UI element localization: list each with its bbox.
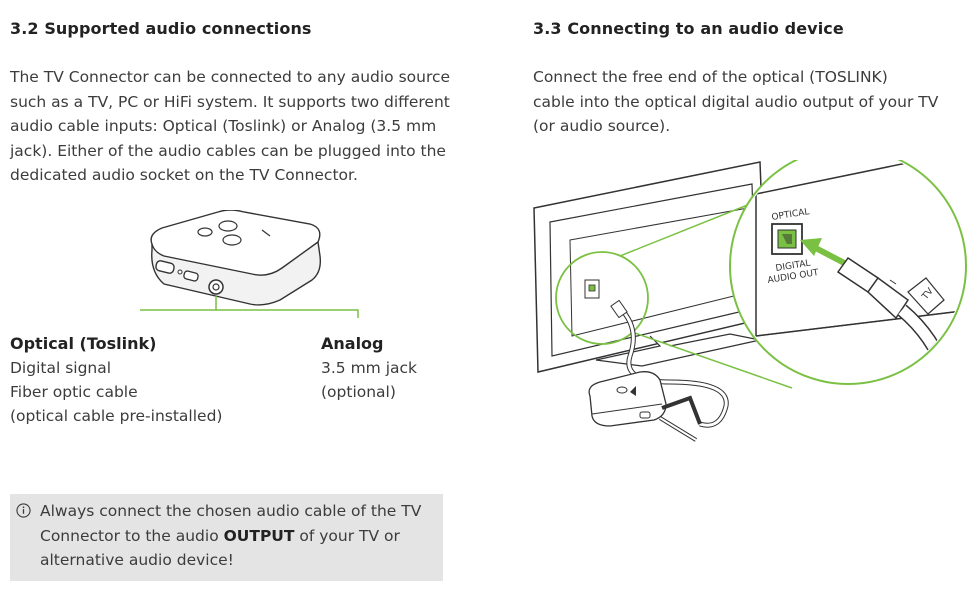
optical-detail-line: Digital signal <box>10 359 112 377</box>
intro-paragraph: The TV Connector can be connected to any… <box>10 65 450 188</box>
notice-text-segment: of your TV or <box>294 526 400 545</box>
optical-title: Optical (Toslink) <box>10 334 157 353</box>
analog-details: 3.5 mm jack (optional) <box>321 356 417 404</box>
notice-emphasis: OUTPUT <box>223 526 295 545</box>
connect-paragraph: Connect the free end of the optical (TOS… <box>533 65 938 139</box>
notice-line: Always connect the chosen audio cable of… <box>40 502 422 520</box>
paragraph-line: Connect the free end of the optical (TOS… <box>533 68 888 86</box>
notice-line: alternative audio device! <box>40 551 234 569</box>
section-heading-connecting-device: 3.3 Connecting to an audio device <box>533 19 844 38</box>
analog-detail-line: 3.5 mm jack <box>321 359 418 377</box>
paragraph-line: audio cable inputs: Optical (Toslink) or… <box>10 117 437 135</box>
analog-detail-line: (optional) <box>321 383 396 401</box>
paragraph-line: such as a TV, PC or HiFi system. It supp… <box>10 92 450 111</box>
analog-title: Analog <box>321 334 384 353</box>
notice-line: Connector to the audio OUTPUT of your TV… <box>40 524 421 549</box>
notice-text-segment: Connector to the audio <box>40 526 224 545</box>
section-heading-audio-connections: 3.2 Supported audio connections <box>10 19 312 38</box>
paragraph-line: dedicated audio socket on the TV Connect… <box>10 166 358 184</box>
optical-detail-line: Fiber optic cable <box>10 383 138 401</box>
paragraph-line: jack). Either of the audio cables can be… <box>10 141 446 160</box>
paragraph-line: The TV Connector can be connected to any… <box>10 68 451 86</box>
notice-text: Always connect the chosen audio cable of… <box>40 499 421 573</box>
optical-details: Digital signal Fiber optic cable (optica… <box>10 356 222 428</box>
optical-detail-line: (optical cable pre-installed) <box>10 407 223 425</box>
tv-connection-illustration: TV OPTICAL DIGITAL AUDIO OUT <box>533 160 967 442</box>
notice-box: Always connect the chosen audio cable of… <box>10 494 443 581</box>
info-icon <box>16 503 31 518</box>
paragraph-line: cable into the optical digital audio out… <box>533 92 939 111</box>
tv-connector-illustration <box>140 210 359 318</box>
paragraph-line: (or audio source). <box>533 117 671 135</box>
